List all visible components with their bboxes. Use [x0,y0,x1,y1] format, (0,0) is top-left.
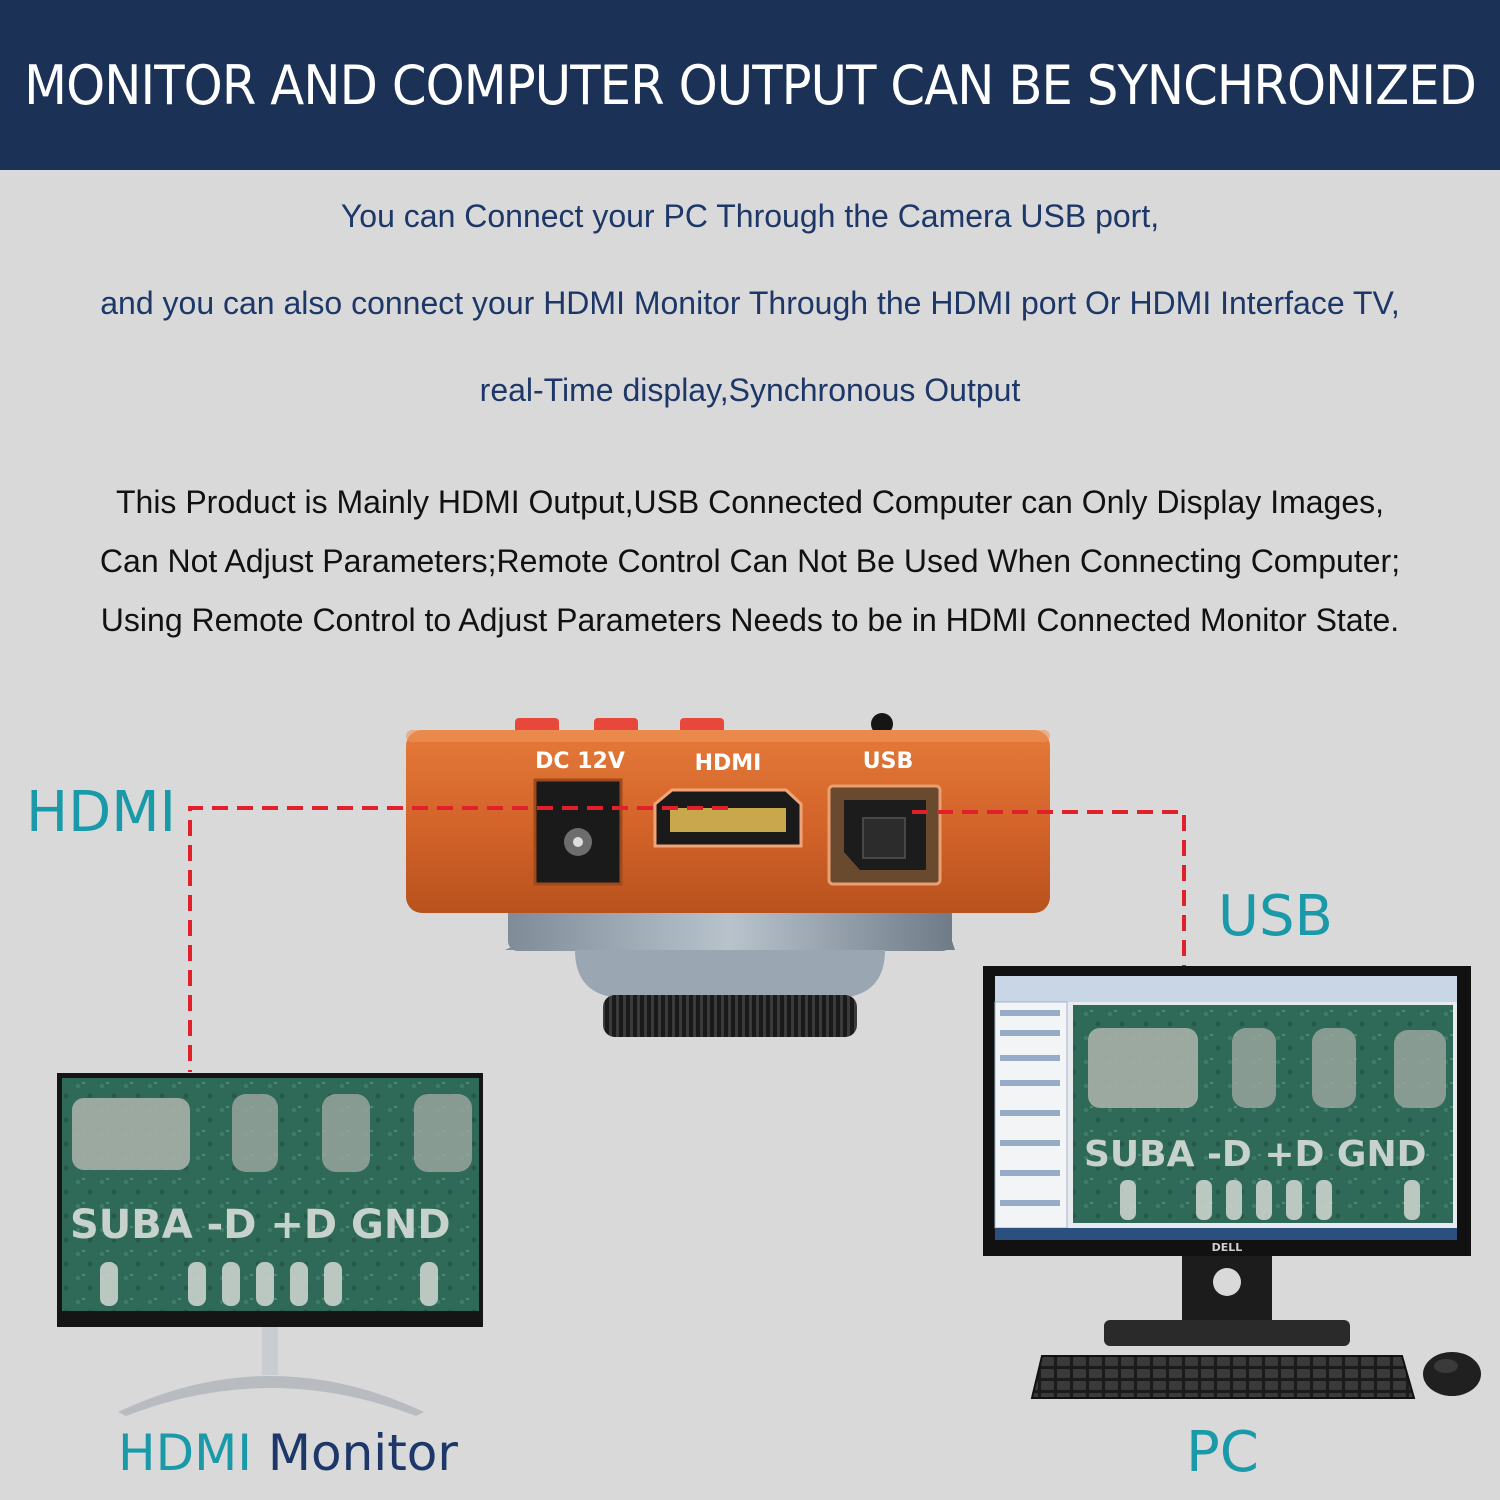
pc-setup: SUBA -D +D GND DELL [983,966,1481,1399]
camera-device: DC 12V HDMI USB [406,713,1050,1037]
pc-pcb-legend: SUBA -D +D GND [1084,1134,1427,1175]
hdmi-monitor-caption: HDMI Monitor [118,1424,458,1482]
monitor-stand-base [118,1376,424,1416]
keyboard-icon [1030,1355,1416,1399]
hdmi-connection-label: HDMI [26,780,177,845]
hdmi-monitor: SUBA -D +D GND [57,1073,483,1416]
pc-caption: PC [1186,1420,1259,1485]
intro-line-2: and you can also connect your HDMI Monit… [100,285,1400,321]
camera-base [508,905,952,951]
notice-line-1: This Product is Mainly HDMI Output,USB C… [115,484,1385,520]
monitor-stand-neck [262,1327,278,1375]
hdmi-monitor-caption-suffix: Monitor [267,1424,458,1482]
pc-monitor-base [1104,1320,1350,1346]
mouse-icon [1423,1352,1481,1396]
intro-line-3: real-Time display,Synchronous Output [479,372,1021,408]
port-label-hdmi: HDMI [695,751,762,776]
notice-line-3: Using Remote Control to Adjust Parameter… [100,602,1400,638]
intro-line-1: You can Connect your PC Through the Came… [340,198,1160,234]
connection-lines [188,806,1186,1072]
page-title: MONITOR AND COMPUTER OUTPUT CAN BE SYNCH… [24,53,1477,117]
camera-mount [575,950,885,998]
port-label-dc: DC 12V [535,749,625,774]
c-mount-ring [603,995,857,1037]
dell-logo-icon: DELL [1212,1241,1243,1254]
camera-knob-icon [871,713,893,735]
hdmi-cable-line [188,806,728,1072]
pcb-legend: SUBA -D +D GND [70,1202,451,1248]
usb-connection-label: USB [1218,884,1333,949]
title-banner: MONITOR AND COMPUTER OUTPUT CAN BE SYNCH… [0,0,1500,170]
usb-cable-line [912,810,1186,968]
hdmi-monitor-caption-prefix: HDMI [118,1424,252,1482]
notice-line-2: Can Not Adjust Parameters;Remote Control… [99,543,1401,579]
port-label-usb: USB [863,749,913,774]
